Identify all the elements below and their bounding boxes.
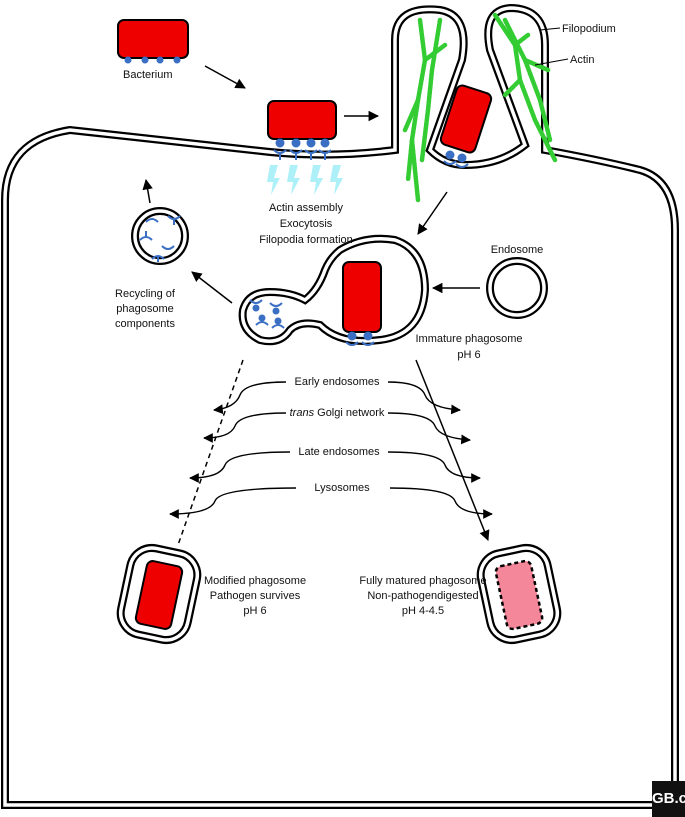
label-immature-ph: pH 6 xyxy=(457,349,481,361)
mature-phagosome xyxy=(476,543,562,645)
label-actin: Actin xyxy=(570,54,595,66)
label-recycling-2: phagosome xyxy=(116,303,174,315)
label-bacterium: Bacterium xyxy=(123,69,173,81)
label-recycling-3: components xyxy=(115,318,175,330)
modified-phagosome xyxy=(116,543,202,645)
label-pathogen-survives: Pathogen survives xyxy=(209,590,301,602)
bacterium-engulfed xyxy=(439,84,493,168)
label-non-pathogen: Non-pathogendigested xyxy=(367,590,479,602)
label-endosome: Endosome xyxy=(490,244,544,256)
bacterium-free xyxy=(117,19,189,64)
arrow-bacterium-to-membrane xyxy=(204,65,246,89)
label-exocytosis: Exocytosis xyxy=(279,218,333,230)
pathway-curves xyxy=(169,381,493,519)
label-filopodium: Filopodium xyxy=(562,23,616,35)
label-mature-ph: pH 4-4.5 xyxy=(401,605,445,617)
label-immature-phagosome: Immature phagosome xyxy=(415,333,523,345)
label-trans-italic: trans xyxy=(289,407,315,419)
label-golgi-rest: Golgi network xyxy=(314,407,385,419)
label-filopodia-formation: Filopodia formation xyxy=(259,234,353,246)
label-recycling-1: Recycling of xyxy=(115,288,175,300)
cell-membrane xyxy=(0,3,679,809)
bacterium-attached xyxy=(267,100,337,160)
label-leader-lines xyxy=(534,27,569,66)
recycling-vesicle xyxy=(131,207,189,265)
arrow-recycling-up xyxy=(142,178,153,204)
label-actin-assembly: Actin assembly xyxy=(269,202,343,214)
label-fully-matured: Fully matured phagosome xyxy=(359,575,487,587)
label-lysosomes: Lysosomes xyxy=(314,482,370,494)
immature-phagosome xyxy=(238,234,430,346)
pathway-solid-line xyxy=(415,359,490,541)
pathway-dashed-line xyxy=(177,359,244,546)
label-modified-ph: pH 6 xyxy=(243,605,267,617)
label-late-endosomes: Late endosomes xyxy=(298,446,380,458)
arrow-to-recycling xyxy=(191,271,233,304)
actin-filaments xyxy=(402,12,558,203)
label-trans-golgi: trans Golgi network xyxy=(290,406,385,420)
label-early-endosomes: Early endosomes xyxy=(294,376,380,388)
signal-flashes xyxy=(267,165,343,195)
arrow-to-immature-phagosome xyxy=(417,191,448,235)
endosome xyxy=(486,257,548,319)
journal-logo: GB.c xyxy=(652,781,685,817)
label-modified-phagosome: Modified phagosome xyxy=(203,575,307,587)
